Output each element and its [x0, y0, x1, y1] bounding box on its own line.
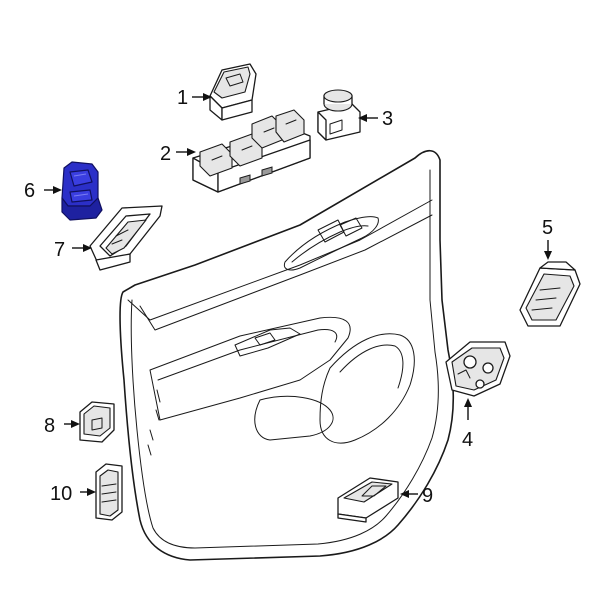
callout-2: 2: [160, 143, 171, 165]
part-2-master-window-switch: [192, 109, 311, 193]
part-6-window-switch-highlighted: [61, 161, 103, 221]
part-5-switch-panel: [519, 261, 581, 327]
callout-6: 6: [24, 180, 35, 202]
door-trim-panel: [119, 149, 455, 561]
callout-4: 4: [462, 429, 473, 451]
callout-7: 7: [54, 239, 65, 261]
part-10-cover-cap: [95, 463, 123, 521]
callout-3: 3: [382, 108, 393, 130]
callout-arrows: [44, 93, 552, 498]
callout-labels: 1 2 3 4 5 6 7 8 9 10: [24, 87, 553, 507]
part-3-mirror-switch: [317, 89, 361, 141]
callout-1: 1: [177, 87, 188, 109]
part-7-switch-bezel: [89, 205, 163, 271]
part-8-small-switch: [79, 401, 115, 443]
callout-9: 9: [422, 485, 433, 507]
callout-10: 10: [50, 483, 72, 505]
callout-5: 5: [542, 217, 553, 239]
part-9-courtesy-lamp: [337, 477, 399, 523]
callout-8: 8: [44, 415, 55, 437]
part-1-window-switch: [209, 63, 257, 121]
part-4-seat-switch: [445, 341, 511, 397]
